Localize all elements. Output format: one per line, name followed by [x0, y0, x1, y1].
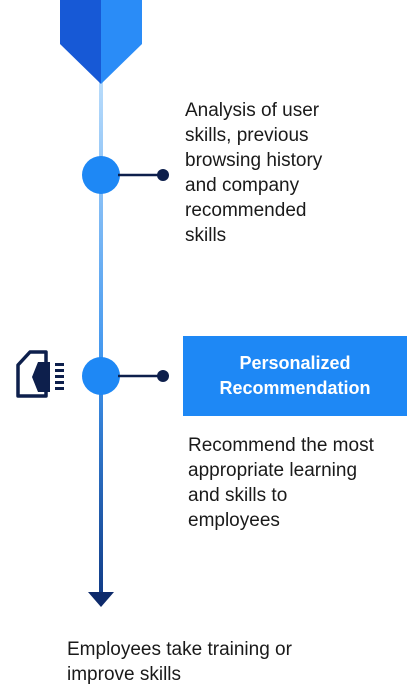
connector-dot-analysis	[157, 169, 169, 181]
personalized-recommendation-box: Personalized Recommendation	[183, 336, 407, 416]
outcome-description: Employees take training or improve skill…	[67, 639, 292, 685]
document-list-icon	[16, 350, 64, 398]
timeline-line	[99, 80, 103, 600]
pentagon-arrow-icon	[60, 0, 142, 84]
analysis-description: Analysis of user skills, previous browsi…	[185, 100, 323, 246]
timeline-arrowhead	[88, 592, 114, 607]
timeline-node-recommendation	[82, 357, 120, 395]
timeline-node-analysis	[82, 156, 120, 194]
recommend-description: Recommend the most appropriate learning …	[188, 435, 374, 531]
connector-dot-recommendation	[157, 370, 169, 382]
